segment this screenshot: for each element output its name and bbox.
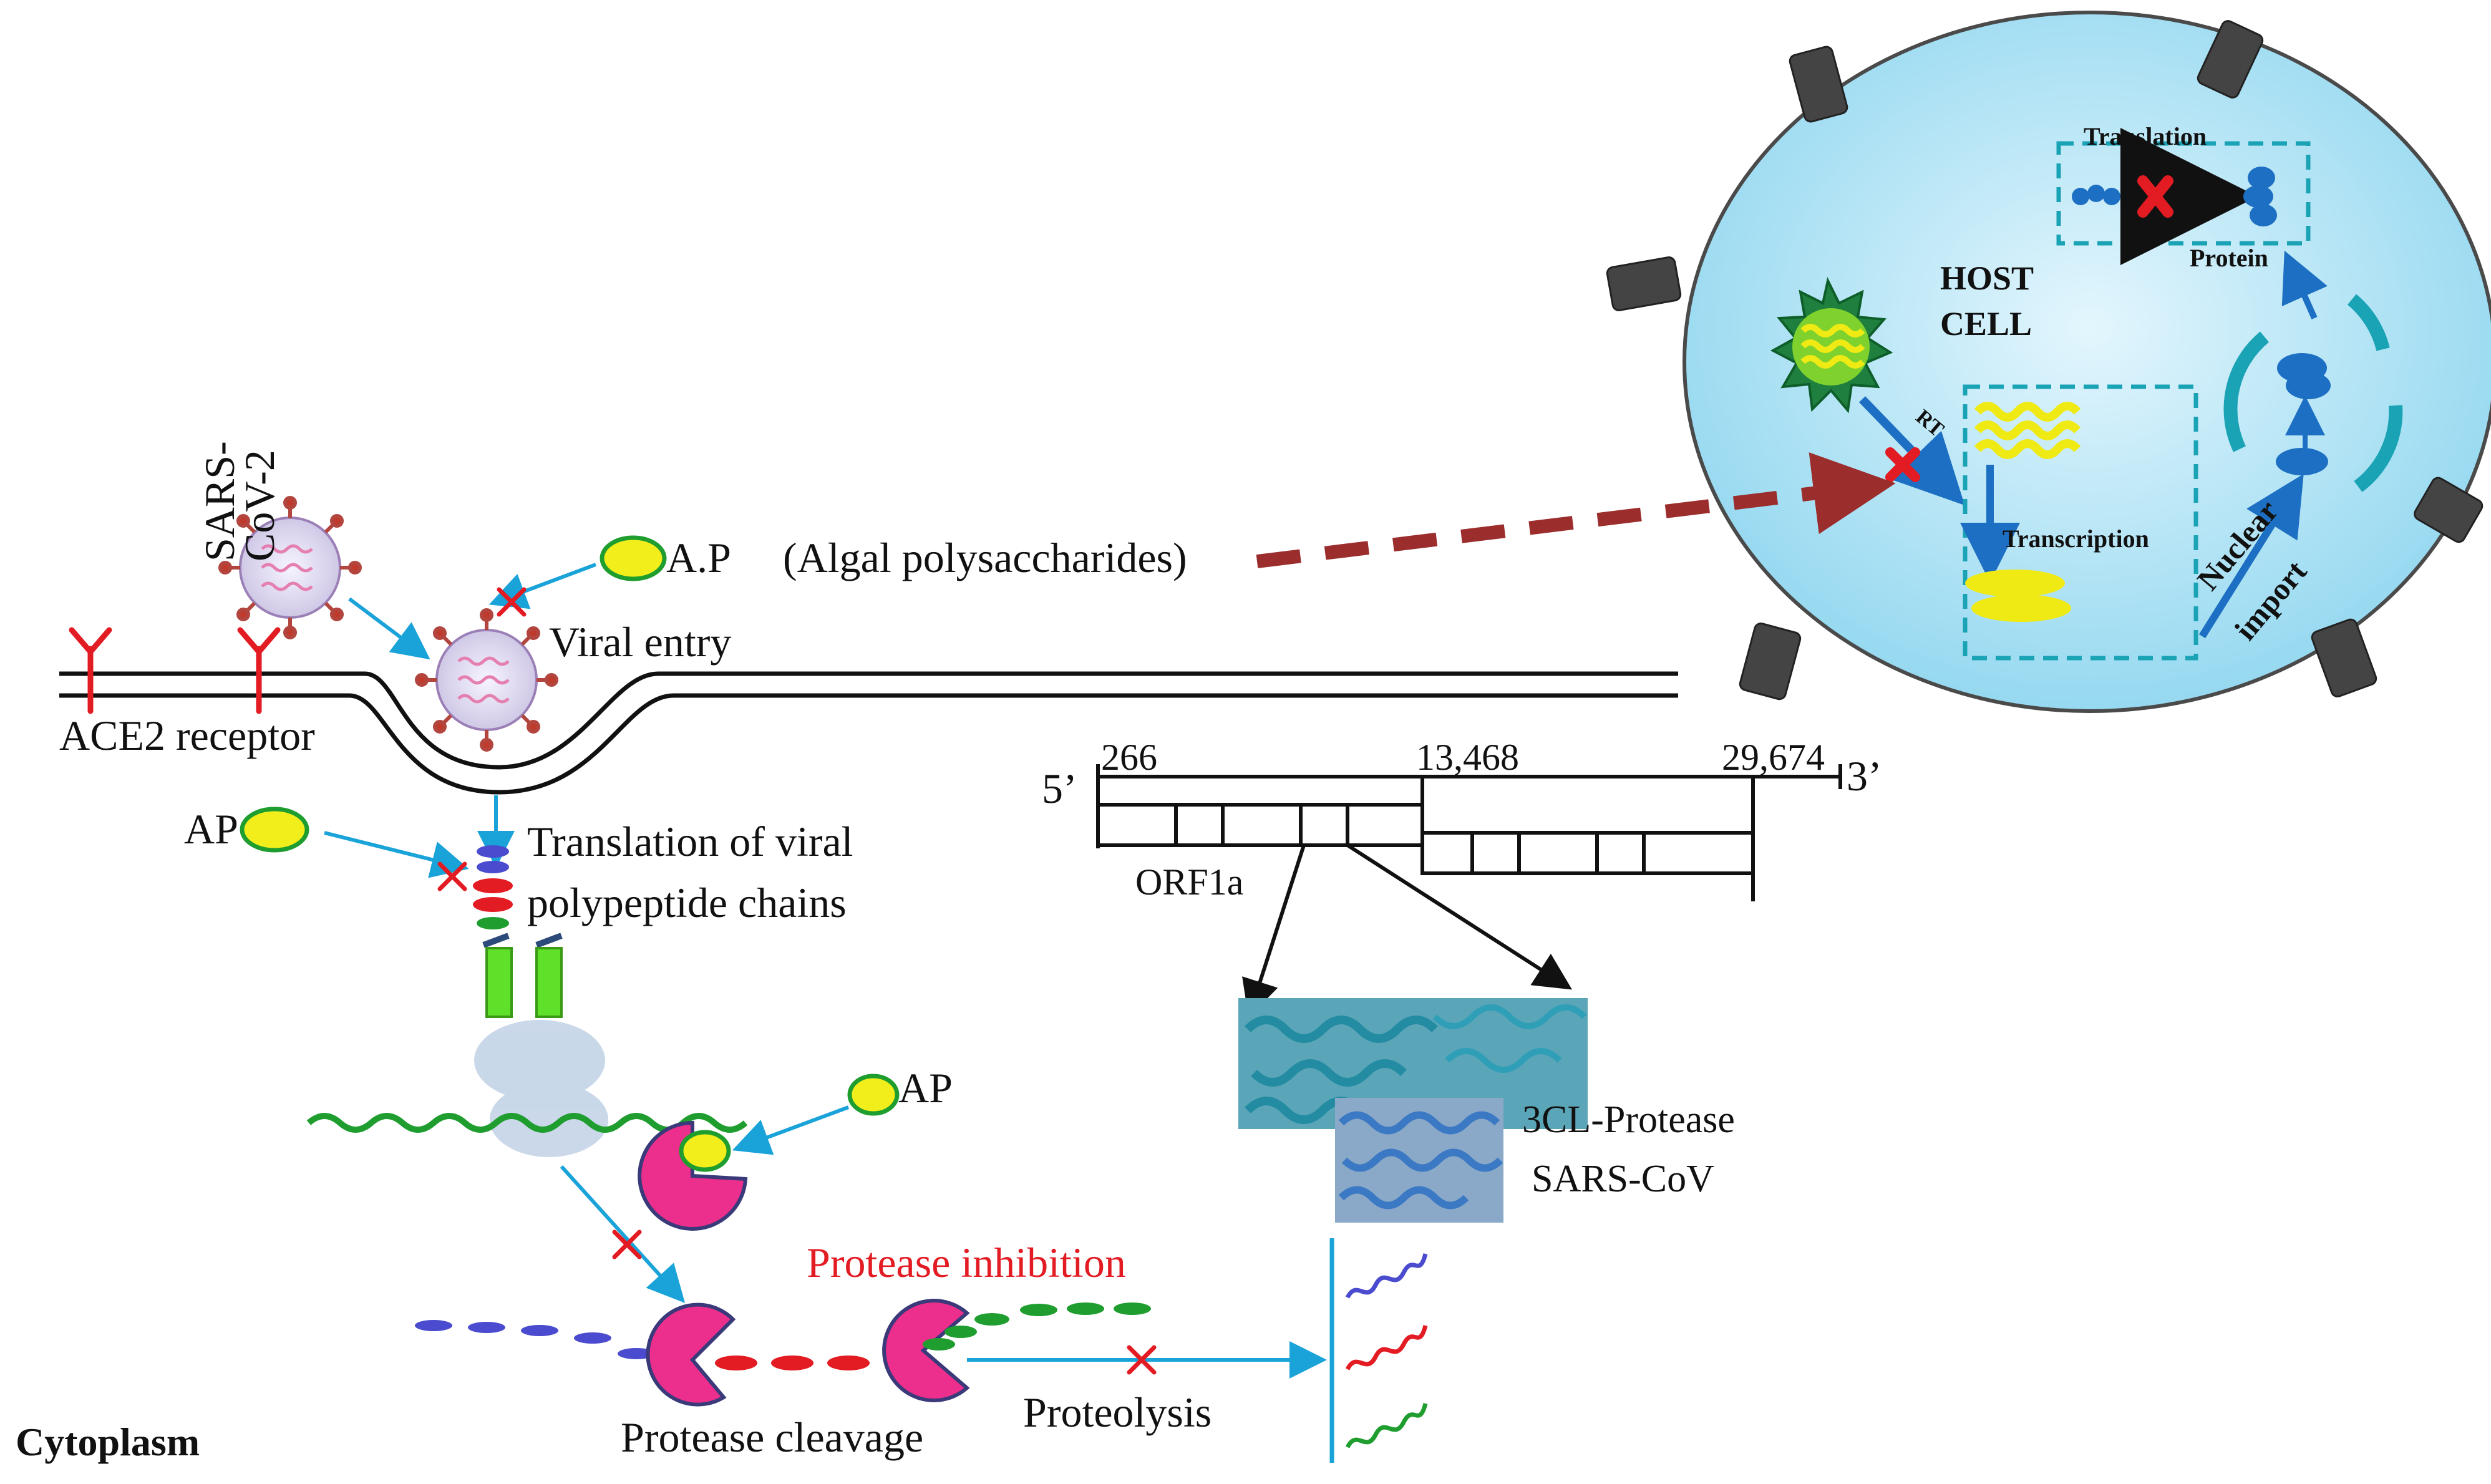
ap-top-icon <box>600 535 667 581</box>
red-peptide-fragments <box>715 1355 870 1370</box>
transcription-box <box>1963 384 2198 661</box>
cell-membrane <box>59 671 1678 795</box>
protease-right-icon <box>882 1299 970 1402</box>
ap-middle-arrow <box>732 1105 850 1155</box>
trna-icons <box>482 933 563 948</box>
protein-icon <box>2243 167 2277 226</box>
translation-block-icon <box>2137 175 2173 218</box>
protease-ap-complex-icon <box>638 1120 748 1231</box>
protease-name-line2: SARS-CoV <box>1532 1158 1714 1200</box>
host-cell-label-line1: HOST <box>1940 259 2034 297</box>
host-cell <box>1606 11 2491 713</box>
ace2-receptor-label: ACE2 receptor <box>59 712 315 759</box>
virion-in-cell-icon <box>1770 277 1893 414</box>
ace2-receptor-icons <box>69 627 281 714</box>
transcription-label: Transcription <box>2003 525 2149 553</box>
proteolysis-block-icon <box>1127 1345 1157 1375</box>
ribosome-icon <box>474 1020 608 1157</box>
protein-export-arrow <box>2281 250 2328 320</box>
sars-cov-2-virus-icon <box>218 496 362 639</box>
virus-entry-arrow <box>348 597 430 660</box>
mrna-strand-icon <box>2072 185 2120 205</box>
protein-cell-label: Protein <box>2190 244 2268 272</box>
transcribed-rna-icon <box>1965 570 2071 622</box>
cytoplasm-label: Cytoplasm <box>16 1420 200 1464</box>
orf1a-label: ORF1a <box>1135 861 1244 903</box>
viral-rna-icon <box>1974 402 2081 459</box>
ap-middle-label: AP <box>898 1064 953 1112</box>
genome-map <box>1096 764 1842 901</box>
ap-to-host-cell-arrow <box>1256 452 1896 568</box>
rt-arrow <box>1858 396 1965 506</box>
translation-block-x-icon <box>437 861 467 891</box>
ap-left-label: AP <box>184 805 238 853</box>
entering-virus-icon <box>415 608 558 752</box>
algal-polysaccharides-label: (Algal polysaccharides) <box>783 534 1187 581</box>
protease-left-icon <box>646 1302 736 1407</box>
cell-surface-receptors <box>1606 20 2484 701</box>
protein-coil-icons <box>1345 1253 1428 1448</box>
blue-peptide-fragments <box>415 1320 655 1359</box>
position-29674-label: 29,674 <box>1722 737 1825 778</box>
cleavage-down-arrow <box>560 1165 686 1303</box>
host-cell-label-line2: CELL <box>1940 305 2032 342</box>
translation-cell-label: Translation <box>2084 122 2207 150</box>
polypeptide-beads-icon <box>473 845 513 929</box>
protease-cleavage-label: Protease cleavage <box>621 1414 924 1461</box>
position-13468-label: 13,468 <box>1416 737 1519 778</box>
sars-cov-2-label: SARS- CoV-2 <box>196 441 283 561</box>
polypeptide-chains-label: polypeptide chains <box>527 879 847 926</box>
proteolysis-label: Proteolysis <box>1023 1389 1212 1436</box>
green-peptide-fragments <box>923 1302 1151 1351</box>
nucleus-icon <box>2223 294 2403 492</box>
ap-top-arrow <box>488 563 597 609</box>
protease-inhibition-label: Protease inhibition <box>807 1239 1126 1286</box>
protease-structure-image <box>1238 998 1588 1223</box>
genome-arrow-left <box>1242 845 1306 1018</box>
nuclear-protein-icon <box>2276 353 2331 475</box>
ap-top-label: A.P <box>666 534 731 581</box>
ribosome-anticodon-icons <box>485 947 563 1018</box>
position-266-label: 266 <box>1101 737 1157 778</box>
ap-left-arrow <box>324 831 469 878</box>
ap-left-icon <box>240 807 309 853</box>
three-prime-label: 3’ <box>1847 752 1882 800</box>
cleavage-block-icon <box>612 1229 642 1259</box>
entry-block-icon <box>497 587 527 617</box>
protease-name-line1: 3CL-Protease <box>1522 1098 1735 1141</box>
translation-of-viral-label: Translation of viral <box>527 818 853 865</box>
ap-middle-icon <box>847 1074 900 1116</box>
genome-arrow-right <box>1346 843 1573 990</box>
nuclear-import-arrow <box>2198 473 2304 639</box>
five-prime-label: 5’ <box>1042 765 1077 812</box>
viral-entry-label: Viral entry <box>549 618 732 666</box>
